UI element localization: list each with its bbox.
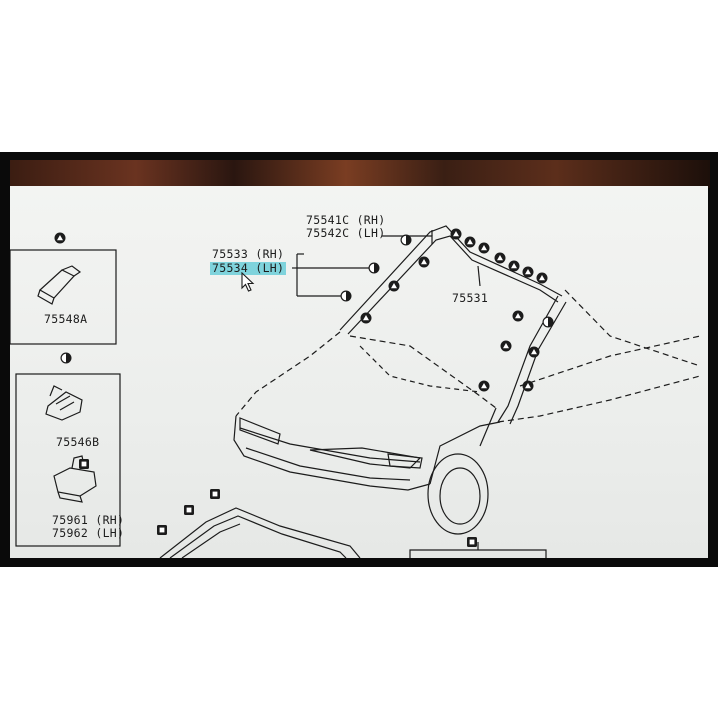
square-marker-icon (79, 459, 477, 547)
part-label-75541c[interactable]: 75541C (RH) (306, 213, 386, 227)
triangle-marker-icon (54, 228, 548, 392)
part-label-75961[interactable]: 75961 (RH) (52, 513, 125, 527)
part-label-75962[interactable]: 75962 (LH) (52, 526, 125, 540)
mouse-cursor-icon (241, 272, 255, 292)
inset-box-75548a (10, 249, 117, 345)
parts-diagram-screen: 75541C (RH) 75542C (LH) 75533 (RH) 75534… (10, 186, 708, 558)
part-label-75534-highlighted[interactable]: 75534 (LH) (210, 261, 287, 275)
inset-box-75546b (15, 373, 121, 547)
part-label-75533[interactable]: 75533 (RH) (212, 247, 285, 261)
part-label-75548a[interactable]: 75548A (44, 312, 88, 326)
part-label-75531[interactable]: 75531 (452, 291, 489, 305)
part-label-75546b[interactable]: 75546B (56, 435, 100, 449)
parts-diagram-drawing (10, 225, 701, 558)
background-scene (10, 160, 710, 188)
part-label-75542c[interactable]: 75542C (LH) (306, 226, 386, 240)
